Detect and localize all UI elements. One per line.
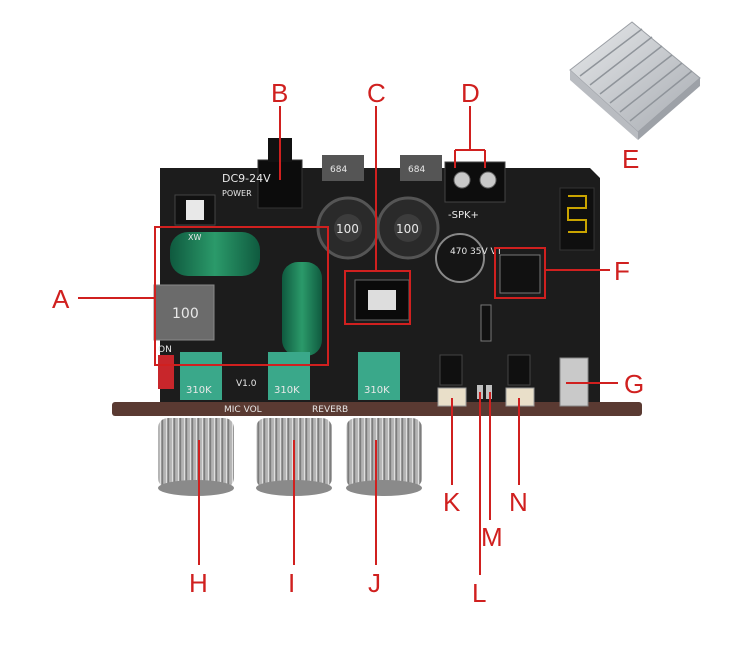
inductor-label-2: 100 [396,222,419,236]
callout-lines [78,106,618,575]
version-label: V1.0 [236,379,257,389]
big-inductor-label: 100 [172,306,199,322]
coil-mark: 684 [330,165,347,175]
callout-i: I [288,568,295,598]
callout-l: L [472,578,486,608]
callout-j: J [368,568,381,598]
callout-n: N [509,487,528,517]
pot-value-1: 310K [186,385,212,396]
pot-value-2: 310K [274,385,300,396]
coil-mark-2: 684 [408,165,425,175]
callout-f: F [614,256,630,286]
callout-k: K [443,487,461,517]
callout-g: G [624,369,644,399]
power-text: DC9-24V [222,172,271,185]
power-label: POWER [222,189,252,198]
callout-b: B [271,78,288,108]
inductor-label: 100 [336,222,359,236]
cap-small-label: XW [188,233,201,242]
spk-label: -SPK+ [448,210,479,221]
cap-text: 470 35V VT [450,247,503,257]
pot-value-3: 310K [364,385,390,396]
callout-a: A [52,284,70,314]
callout-h: H [189,568,208,598]
heatsink-image [569,21,701,140]
knob-h [158,418,234,496]
callout-e: E [622,144,639,174]
callout-c: C [367,78,386,108]
mic-vol-label: MIC VOL [224,405,262,415]
knob-j [346,418,422,496]
callout-d: D [461,78,480,108]
reverb-label: REVERB [312,405,348,415]
callout-m: M [481,522,503,552]
on-label: ON [158,345,172,355]
